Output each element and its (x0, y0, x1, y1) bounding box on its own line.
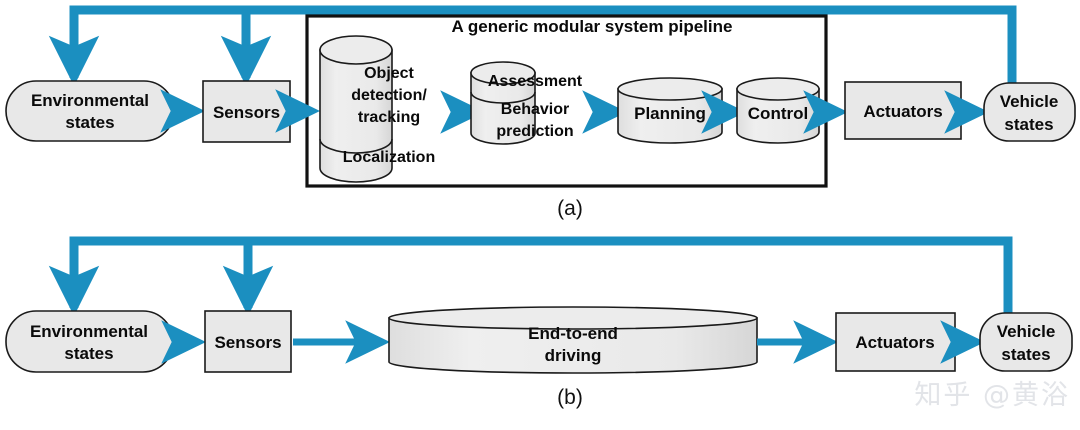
environmental-states-label-line1: Environmental (31, 91, 149, 110)
environmental-states-label-line2: states (65, 113, 114, 132)
panel-a-frame-title: A generic modular system pipeline (452, 17, 733, 36)
panel-a-caption: (a) (557, 197, 583, 220)
planning-cylinder-top (617, 77, 723, 101)
actuators-label: Actuators (863, 102, 942, 121)
vehicle-states-shape-b (979, 312, 1073, 372)
feedback-arrow-to-environmental-states (48, 5, 1017, 87)
end-to-end-cylinder-top (388, 306, 758, 330)
panel-a-node-sensors[interactable]: Sensors (202, 80, 291, 143)
panel-a-feedback-bus (48, 5, 1017, 87)
panel-b-node-environmental-states[interactable]: Environmental states (5, 310, 174, 373)
panel-a-node-control[interactable]: Control (736, 77, 820, 144)
assessment-cylinder-divider (470, 91, 536, 104)
sensors-label-b: Sensors (214, 333, 281, 352)
sensors-label: Sensors (213, 103, 280, 122)
behavior-prediction-label-line1: Behavior (501, 101, 569, 118)
actuators-shape (844, 81, 962, 140)
vehicle-states-label-b-line1: Vehicle (997, 322, 1056, 341)
planning-cylinder-body (617, 88, 723, 144)
feedback-arrow-to-environmental-states-b (48, 236, 1013, 317)
panel-b-caption: (b) (557, 386, 583, 409)
panel-a-node-vehicle-states[interactable]: Vehicle states (983, 82, 1076, 142)
environmental-states-label-b-line1: Environmental (30, 322, 148, 341)
assessment-cylinder-top (470, 61, 536, 85)
panel-b-node-end-to-end-driving[interactable]: End-to-end driving (388, 306, 758, 374)
sensors-shape-b (204, 310, 292, 373)
perception-cylinder-top (319, 35, 393, 65)
actuators-label-b: Actuators (855, 333, 934, 352)
end-to-end-label-line1: End-to-end (528, 324, 618, 343)
panel-a-node-environmental-states[interactable]: Environmental states (5, 80, 175, 142)
control-cylinder-top (736, 77, 820, 101)
panel-b-node-sensors[interactable]: Sensors (204, 310, 292, 373)
panel-b-feedback-bus (48, 236, 1013, 317)
vehicle-states-label-b-line2: states (1001, 345, 1050, 364)
environmental-states-label-b-line2: states (64, 344, 113, 363)
perception-label-line2: detection/ (351, 87, 427, 104)
perception-cylinder-body (319, 49, 393, 183)
perception-label-line3: tracking (358, 109, 420, 126)
vehicle-states-shape (983, 82, 1076, 142)
environmental-states-shape (5, 80, 175, 142)
watermark-text: 知乎 @黄浴 (914, 380, 1070, 411)
perception-label-line1: Object (364, 65, 414, 82)
assessment-label: Assessment (488, 73, 583, 90)
panel-a-node-planning[interactable]: Planning (617, 77, 723, 144)
behavior-prediction-label-line2: prediction (496, 123, 573, 140)
panel-a-node-assessment-cylinder[interactable]: Assessment Behavior prediction (470, 61, 583, 145)
vehicle-states-label-line1: Vehicle (1000, 92, 1059, 111)
panel-a-node-actuators[interactable]: Actuators (844, 81, 962, 140)
vehicle-states-label-line2: states (1004, 115, 1053, 134)
assessment-cylinder-body (470, 72, 536, 145)
end-to-end-cylinder-body (388, 317, 758, 374)
planning-label: Planning (634, 104, 706, 123)
localization-label: Localization (343, 149, 435, 166)
panel-b-node-actuators[interactable]: Actuators (835, 312, 956, 372)
panel-b-node-vehicle-states[interactable]: Vehicle states (979, 312, 1073, 372)
perception-cylinder-divider (319, 138, 393, 154)
control-label: Control (748, 104, 808, 123)
control-cylinder-body (736, 88, 820, 144)
end-to-end-label-line2: driving (545, 346, 602, 365)
panel-a-node-perception-cylinder[interactable]: Object detection/ tracking Localization (319, 35, 435, 183)
